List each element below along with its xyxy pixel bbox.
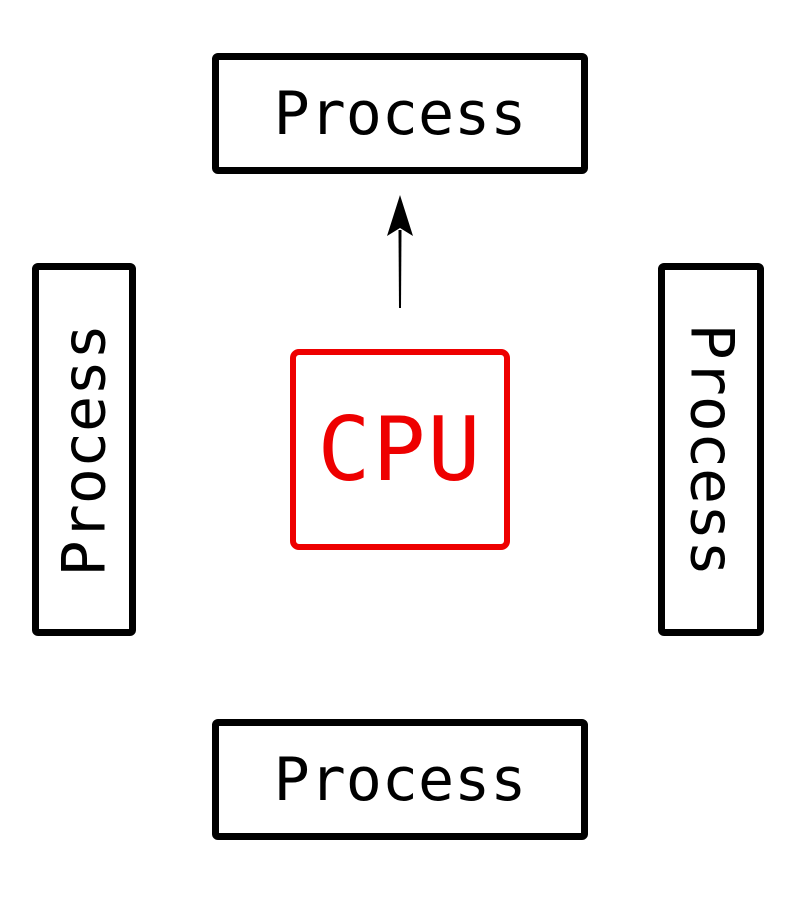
process-label-left: Process [49,323,119,576]
cpu-box: CPU [290,349,510,550]
cpu-label: CPU [317,397,483,501]
process-box-right: Process [658,263,764,636]
process-label-right: Process [676,323,746,576]
process-box-top: Process [212,53,588,174]
process-box-left: Process [32,263,136,636]
process-box-bottom: Process [212,719,588,840]
arrow-cpu-to-top-process [387,195,413,308]
process-label-top: Process [273,78,527,149]
process-label-bottom: Process [273,744,527,815]
